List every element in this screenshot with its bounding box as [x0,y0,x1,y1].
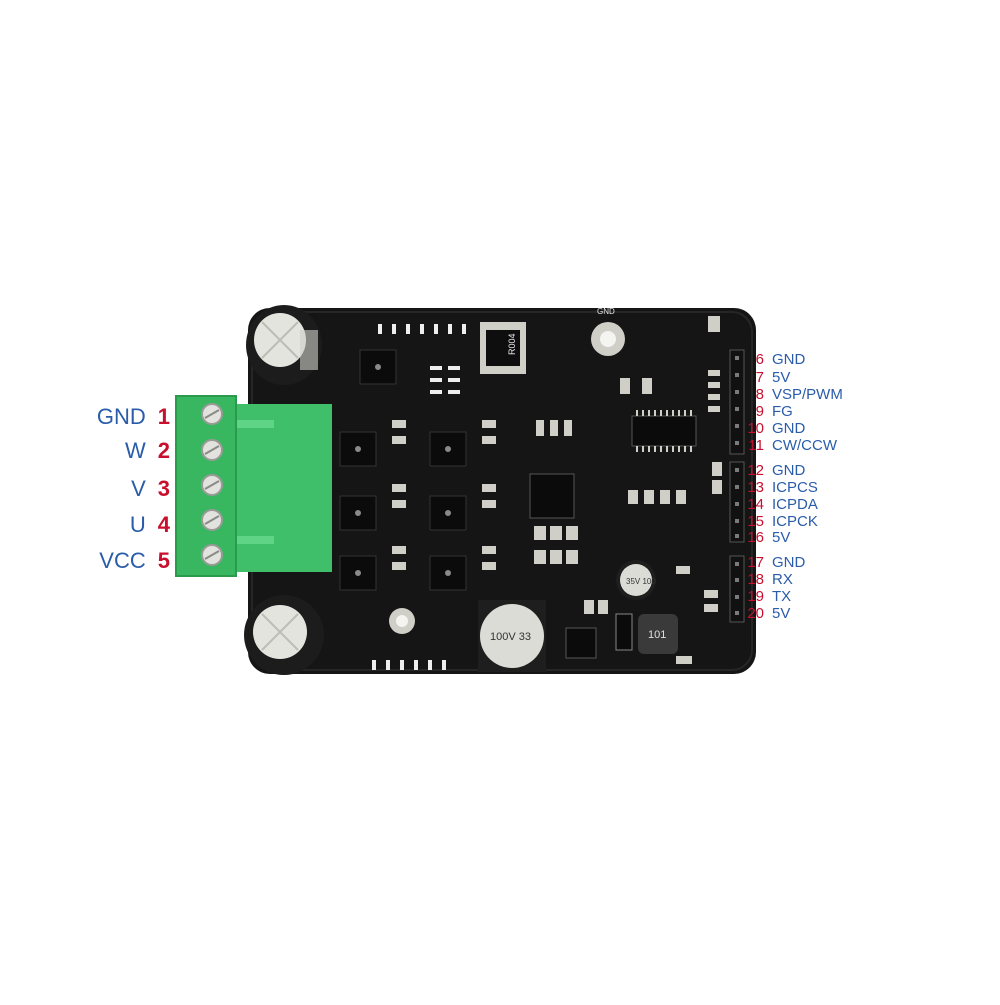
pin-label: ICPDA [772,496,818,513]
pin-number: 5 [157,548,170,573]
silkscreen-marks [372,324,466,670]
header-pin-11: 11 CW/CCW [744,438,837,453]
inductor-l1: 101 [638,614,678,654]
pin-number: 7 [755,369,764,386]
pin-label: 5V [772,369,791,386]
pin-number: 12 [747,462,764,479]
capacitor-c6: 100V 33 [478,600,546,672]
pin-label: GND [772,420,806,437]
pin-label: RX [772,571,793,588]
pin-number: 8 [755,386,764,403]
header-pin-20: 20 5V [744,606,790,621]
pin-label: ICPCK [772,513,818,530]
terminal-pin-4: U 4 [70,514,170,536]
pin-label: CW/CCW [772,437,837,454]
pin-label: V [131,476,146,501]
chip-u1 [565,627,597,659]
pin-label: W [124,438,146,463]
header-pin-6: 6 GND [744,351,806,368]
terminal-pin-1: GND 1 [70,406,170,428]
header-pin-16: 16 5V [744,530,790,545]
terminal-pin-5: VCC 5 [70,550,170,572]
pin-label: GND [96,404,146,429]
terminal-screws [201,403,223,566]
pin-label: GND [772,462,806,479]
header-pin-7: 7 5V [744,369,791,386]
header-pin-17: 17 GND [744,555,805,570]
svg-text:R004: R004 [507,333,517,355]
header-pin-9: 9 FG [744,404,793,419]
pin-label: ICPCS [772,479,818,496]
header-pin-12: 12 GND [744,463,805,478]
svg-text:35V 100: 35V 100 [626,577,656,586]
capacitor-c4: 35V 100 [616,560,656,600]
header-pin-8: 8 VSP/PWM [744,387,843,402]
smd-components [392,316,722,664]
pin-label: GND [772,554,806,571]
terminal-pin-2: W 2 [70,440,170,462]
chip-u4 [631,415,697,447]
header-pin-15: 15 ICPCK [744,514,818,529]
pin-number: 4 [157,512,170,537]
header-pin-18: 18 RX [744,572,793,587]
header-pin-10: 10 GND [744,421,805,436]
pin-number: 16 [747,529,764,546]
pin-label: FG [772,403,793,420]
pin-label: TX [772,588,792,605]
pin-number: 6 [755,351,764,368]
chip-u2 [529,473,575,519]
pin-number: 3 [157,476,170,501]
pin-number: 19 [747,588,764,605]
pin-number: 20 [747,605,764,622]
shunt-resistor: R004 [480,322,526,374]
terminal-pin-3: V 3 [70,478,170,500]
svg-text:101: 101 [648,629,666,641]
header-pin-19: 19 TX [744,589,791,604]
svg-text:100V 33: 100V 33 [490,631,531,643]
pin-label: GND [772,351,806,368]
pin-number: 13 [747,479,764,496]
pin-number: 1 [157,404,170,429]
header-pin-13: 13 ICPCS [744,480,818,495]
pin-label: 5V [772,529,791,546]
pin-label: VSP/PWM [772,386,843,403]
pin-number: 15 [747,513,764,530]
pin-number: 18 [747,571,764,588]
pin-label: U [129,512,146,537]
header-pin-14: 14 ICPDA [744,497,818,512]
pin-number: 9 [755,403,764,420]
pin-label: 5V [772,605,791,622]
pin-number: 11 [748,437,764,454]
terminal-block [175,395,332,577]
pin-number: 10 [747,420,764,437]
diode-d1 [615,613,633,651]
pin-label: VCC [99,548,146,573]
pin-number: 14 [747,496,764,513]
pin-number: 2 [157,438,170,463]
pin-number: 17 [747,554,764,571]
silk-gnd: GND [597,307,615,316]
